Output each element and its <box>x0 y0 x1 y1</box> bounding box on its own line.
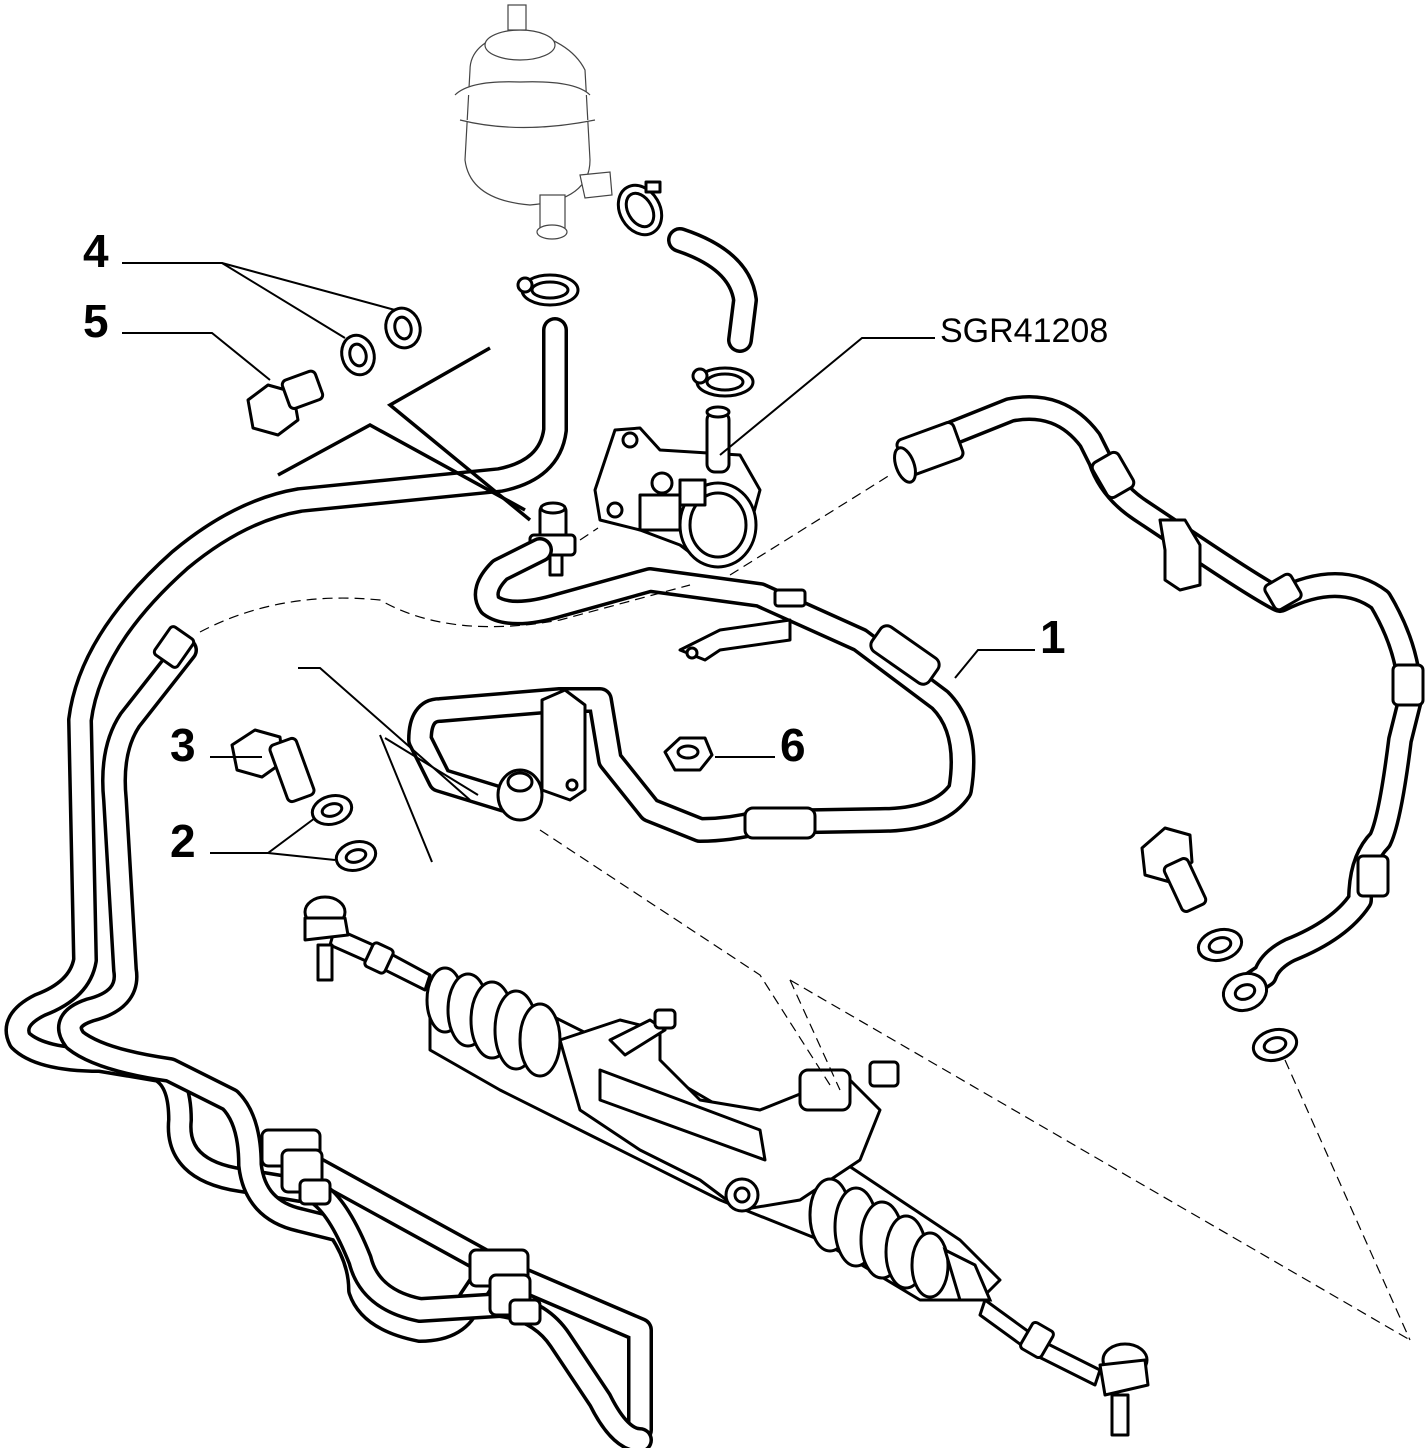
pipe-bracket-left <box>260 1128 332 1206</box>
bolt-part-3 <box>230 728 316 804</box>
return-pipe-bracket <box>1158 518 1202 592</box>
hose-bracket-clip <box>678 588 807 662</box>
pressure-hose-sleeve-upper <box>869 624 941 686</box>
tie-rod-left <box>303 895 432 992</box>
hose-clamp-mid-right <box>691 366 755 398</box>
callout-leaders <box>122 262 1035 861</box>
return-pipe-sleeves <box>1090 450 1425 898</box>
banjo-union <box>528 501 577 577</box>
callout-5: 5 <box>83 295 109 347</box>
pressure-hose <box>407 537 976 843</box>
nut-part-6 <box>663 736 714 772</box>
callout-2: 2 <box>170 815 196 867</box>
rack-boot-right <box>808 1177 993 1302</box>
washer-part-2b <box>334 840 378 872</box>
hose-clamp-top-right <box>616 180 664 237</box>
washer-part-2a <box>310 794 354 826</box>
return-pipe-end-fitting <box>893 421 965 484</box>
callout-1: 1 <box>1040 611 1066 663</box>
suction-hose <box>4 317 568 1203</box>
pipe-end-fitting <box>152 625 196 669</box>
hose-mount-bracket <box>540 688 587 802</box>
steering-pump <box>593 405 762 569</box>
bolt-right <box>1140 826 1208 914</box>
bolt-part-5 <box>246 369 325 437</box>
tie-rod-right <box>978 1298 1150 1437</box>
fluid-reservoir <box>454 4 613 240</box>
banjo-fitting-hose-end <box>496 768 544 822</box>
washer-right-upper <box>1196 927 1244 963</box>
washer-right-lower <box>1251 1027 1299 1063</box>
assembly-guide-lines <box>277 346 532 863</box>
return-pipe-banjo <box>1221 971 1269 1013</box>
assembly-dashed-lines <box>199 474 1411 1341</box>
washer-part-4a <box>340 333 376 377</box>
pipe-bracket-right <box>468 1248 542 1326</box>
callout-3: 3 <box>170 719 196 771</box>
hose-clamp-left <box>516 273 580 307</box>
return-pipe-right <box>922 395 1423 998</box>
diagram-reference-code: SGR41208 <box>940 312 1109 350</box>
return-hose-upper <box>667 227 758 353</box>
cooler-pipe-loop <box>57 637 653 1448</box>
pressure-hose-sleeve-lower <box>743 806 817 840</box>
washer-part-4b <box>384 306 422 350</box>
callout-4: 4 <box>83 225 109 277</box>
callout-6: 6 <box>780 719 806 771</box>
rack-boot-left <box>425 966 562 1078</box>
